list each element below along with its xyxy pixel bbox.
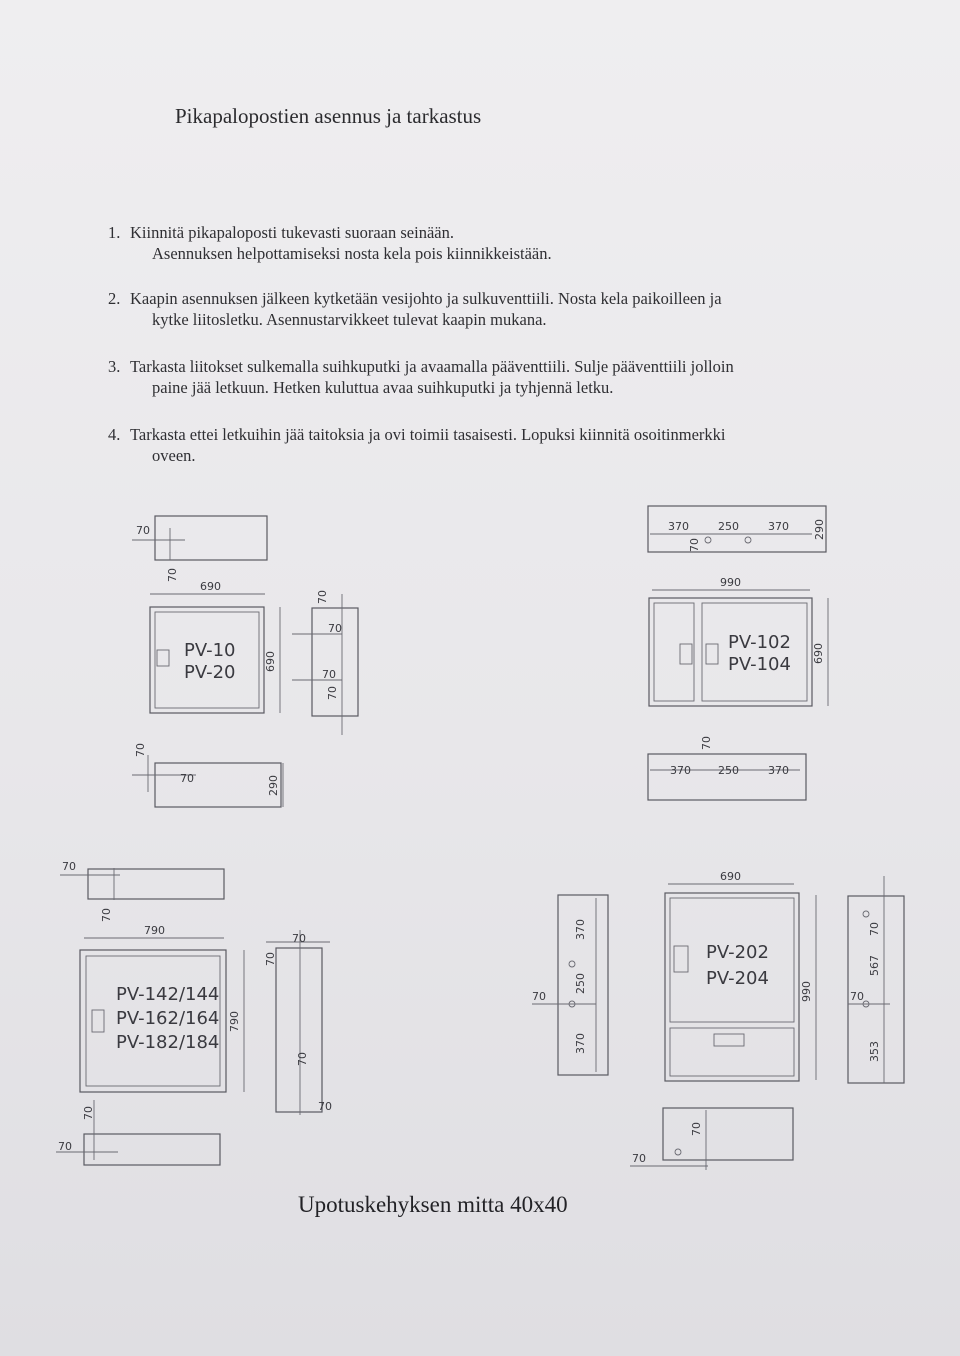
document-title: Pikapalopostien asennus ja tarkastus	[175, 104, 482, 128]
step-text-line1: Kaapin asennuksen jälkeen kytketään vesi…	[130, 289, 722, 308]
dim-label: 290	[267, 775, 280, 796]
dim-label: 690	[720, 870, 741, 883]
dim-label: 370	[668, 520, 689, 533]
model-label: PV-10	[184, 640, 236, 661]
valve-icon	[679, 643, 693, 665]
dim-label: 70	[292, 932, 306, 945]
drawing-side-370-group: 370 250 370 70	[532, 894, 609, 1076]
model-label: PV-102	[728, 632, 791, 653]
dim-label: 70	[700, 736, 713, 750]
instruction-step-4: 4. Tarkasta ettei letkuihin jää taitoksia…	[108, 424, 888, 466]
pv202-side-view	[847, 895, 905, 1084]
step-number: 1.	[108, 223, 121, 242]
step-text-line2: oveen.	[152, 446, 196, 465]
valve-icon	[705, 643, 719, 665]
dim-label: 567	[868, 955, 881, 976]
valve-icon	[91, 1009, 105, 1033]
drawer-handle-icon	[713, 1033, 745, 1047]
model-label: PV-202	[706, 942, 769, 963]
dim-label: 370	[574, 919, 587, 940]
dim-label: 70	[264, 952, 277, 966]
pv202-bottom-view	[662, 1107, 794, 1161]
dim-label: 70	[868, 922, 881, 936]
dim-label: 250	[718, 520, 739, 533]
dim-label: 70	[296, 1052, 309, 1066]
dim-label: 690	[264, 651, 277, 672]
model-label: PV-204	[706, 968, 769, 989]
dim-label: 70	[326, 686, 339, 700]
step-text-line2: kytke liitosletku. Asennustarvikkeet tul…	[152, 310, 547, 329]
dim-label: 70	[58, 1140, 72, 1153]
instruction-step-2: 2. Kaapin asennuksen jälkeen kytketään ve…	[108, 288, 888, 330]
dim-label: 990	[800, 981, 813, 1002]
model-label: PV-162/164	[116, 1008, 219, 1029]
step-number: 4.	[108, 425, 121, 444]
dim-label: 70	[690, 1122, 703, 1136]
instruction-step-3: 3. Tarkasta liitokset sulkemalla suihkupu…	[108, 356, 888, 398]
dim-label: 990	[720, 576, 741, 589]
dim-label: 70	[100, 908, 113, 922]
pv142-top-view	[87, 868, 225, 900]
drawing-pv202-group: 690 PV-202 PV-204 990 70 567 70 353	[630, 870, 905, 1170]
dim-label: 70	[82, 1106, 95, 1120]
dim-label: 70	[322, 668, 336, 681]
dim-label: 370	[768, 764, 789, 777]
step-text-line1: Tarkasta liitokset sulkemalla suihkuputk…	[130, 357, 734, 376]
dim-label: 70	[850, 990, 864, 1003]
valve-icon	[673, 945, 689, 973]
step-text-line1: Kiinnitä pikapaloposti tukevasti suoraan…	[130, 223, 454, 242]
dim-label: 250	[574, 973, 587, 994]
dim-label: 70	[180, 772, 194, 785]
pv10-bottom-view	[154, 762, 282, 808]
instruction-step-1: 1. Kiinnitä pikapaloposti tukevasti suora…	[108, 222, 888, 264]
pv102-front-view	[648, 597, 813, 707]
pv202-front-view	[664, 892, 800, 1082]
pv10-side-view	[311, 607, 359, 717]
pv142-front-view	[79, 949, 227, 1093]
step-text-line2: paine jää letkuun. Hetken kuluttua avaa …	[152, 378, 614, 397]
model-label: PV-20	[184, 662, 236, 683]
drawing-pv102-group: 370 250 370 70 290 990 PV-102 PV-104 690…	[647, 505, 829, 801]
dim-label: 370	[768, 520, 789, 533]
dim-label: 70	[318, 1100, 332, 1113]
dim-label: 70	[134, 743, 147, 757]
dim-label: 370	[574, 1033, 587, 1054]
model-label: PV-182/184	[116, 1032, 219, 1053]
dim-label: 70	[62, 860, 76, 873]
pv102-bottom-view	[647, 753, 807, 801]
step-number: 3.	[108, 357, 121, 376]
dim-label: 70	[688, 538, 701, 552]
model-label: PV-104	[728, 654, 791, 675]
dim-label: 70	[136, 524, 150, 537]
step-number: 2.	[108, 289, 121, 308]
dim-label: 70	[316, 590, 329, 604]
dim-label: 790	[228, 1011, 241, 1032]
pv10-front-view	[149, 606, 265, 714]
dim-label: 690	[200, 580, 221, 593]
pv102-top-view	[647, 505, 827, 553]
step-text-line1: Tarkasta ettei letkuihin jää taitoksia j…	[130, 425, 726, 444]
dim-label: 353	[868, 1041, 881, 1062]
dim-label: 70	[166, 568, 179, 582]
valve-icon	[156, 649, 170, 667]
pv142-bottom-view	[83, 1133, 221, 1166]
drawing-pv142-group: 70 70 790 PV-142/144 PV-162/164 PV-182/1…	[56, 860, 332, 1166]
dim-label: 290	[813, 519, 826, 540]
dim-label: 690	[812, 643, 825, 664]
frame-size-note: Upotuskehyksen mitta 40x40	[298, 1192, 568, 1217]
dim-label: 70	[632, 1152, 646, 1165]
step-text-line2: Asennuksen helpottamiseksi nosta kela po…	[152, 244, 552, 263]
model-label: PV-142/144	[116, 984, 219, 1005]
dim-label: 370	[670, 764, 691, 777]
side-view-370	[557, 894, 609, 1076]
pv10-top-view	[154, 515, 268, 561]
pv142-side-view	[275, 947, 323, 1113]
dim-label: 250	[718, 764, 739, 777]
drawing-pv10-group: 70 70 690 PV-10 PV-20 690 70 70 70 70	[132, 515, 359, 808]
dim-label: 70	[328, 622, 342, 635]
dim-label: 70	[532, 990, 546, 1003]
dim-label: 790	[144, 924, 165, 937]
